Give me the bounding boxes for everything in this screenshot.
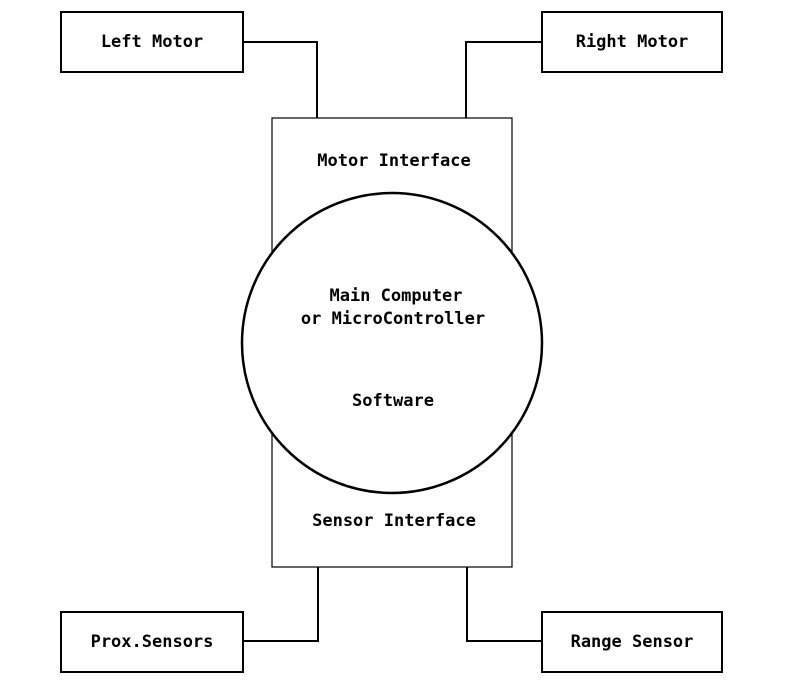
range-sensor-box xyxy=(541,611,723,673)
edge-range-sensor-to-sensor-interface xyxy=(466,567,542,642)
edge-prox-sensors-to-sensor-interface xyxy=(243,567,319,642)
right-motor-label: Right Motor xyxy=(576,32,689,52)
main-computer-label-line1: Main Computer xyxy=(329,286,462,306)
motor-interface-label: Motor Interface xyxy=(317,151,471,171)
range-sensor-label: Range Sensor xyxy=(571,632,694,652)
prox-sensors-box xyxy=(60,611,244,673)
range-sensor-node: Range Sensor xyxy=(541,611,723,673)
main-computer-circle xyxy=(240,191,544,495)
prox-sensors-label: Prox.Sensors xyxy=(91,632,214,652)
software-label: Software xyxy=(352,391,434,411)
left-motor-box xyxy=(60,11,244,73)
left-motor-node: Left Motor xyxy=(60,11,244,73)
main-computer-label-line2: or MicroController xyxy=(301,309,485,329)
prox-sensors-node: Prox.Sensors xyxy=(60,611,244,673)
edge-left-motor-to-motor-interface xyxy=(243,41,318,118)
right-motor-node: Right Motor xyxy=(541,11,723,73)
sensor-interface-label: Sensor Interface xyxy=(312,511,476,531)
edge-right-motor-to-motor-interface xyxy=(465,41,542,118)
left-motor-label: Left Motor xyxy=(101,32,203,52)
right-motor-box xyxy=(541,11,723,73)
